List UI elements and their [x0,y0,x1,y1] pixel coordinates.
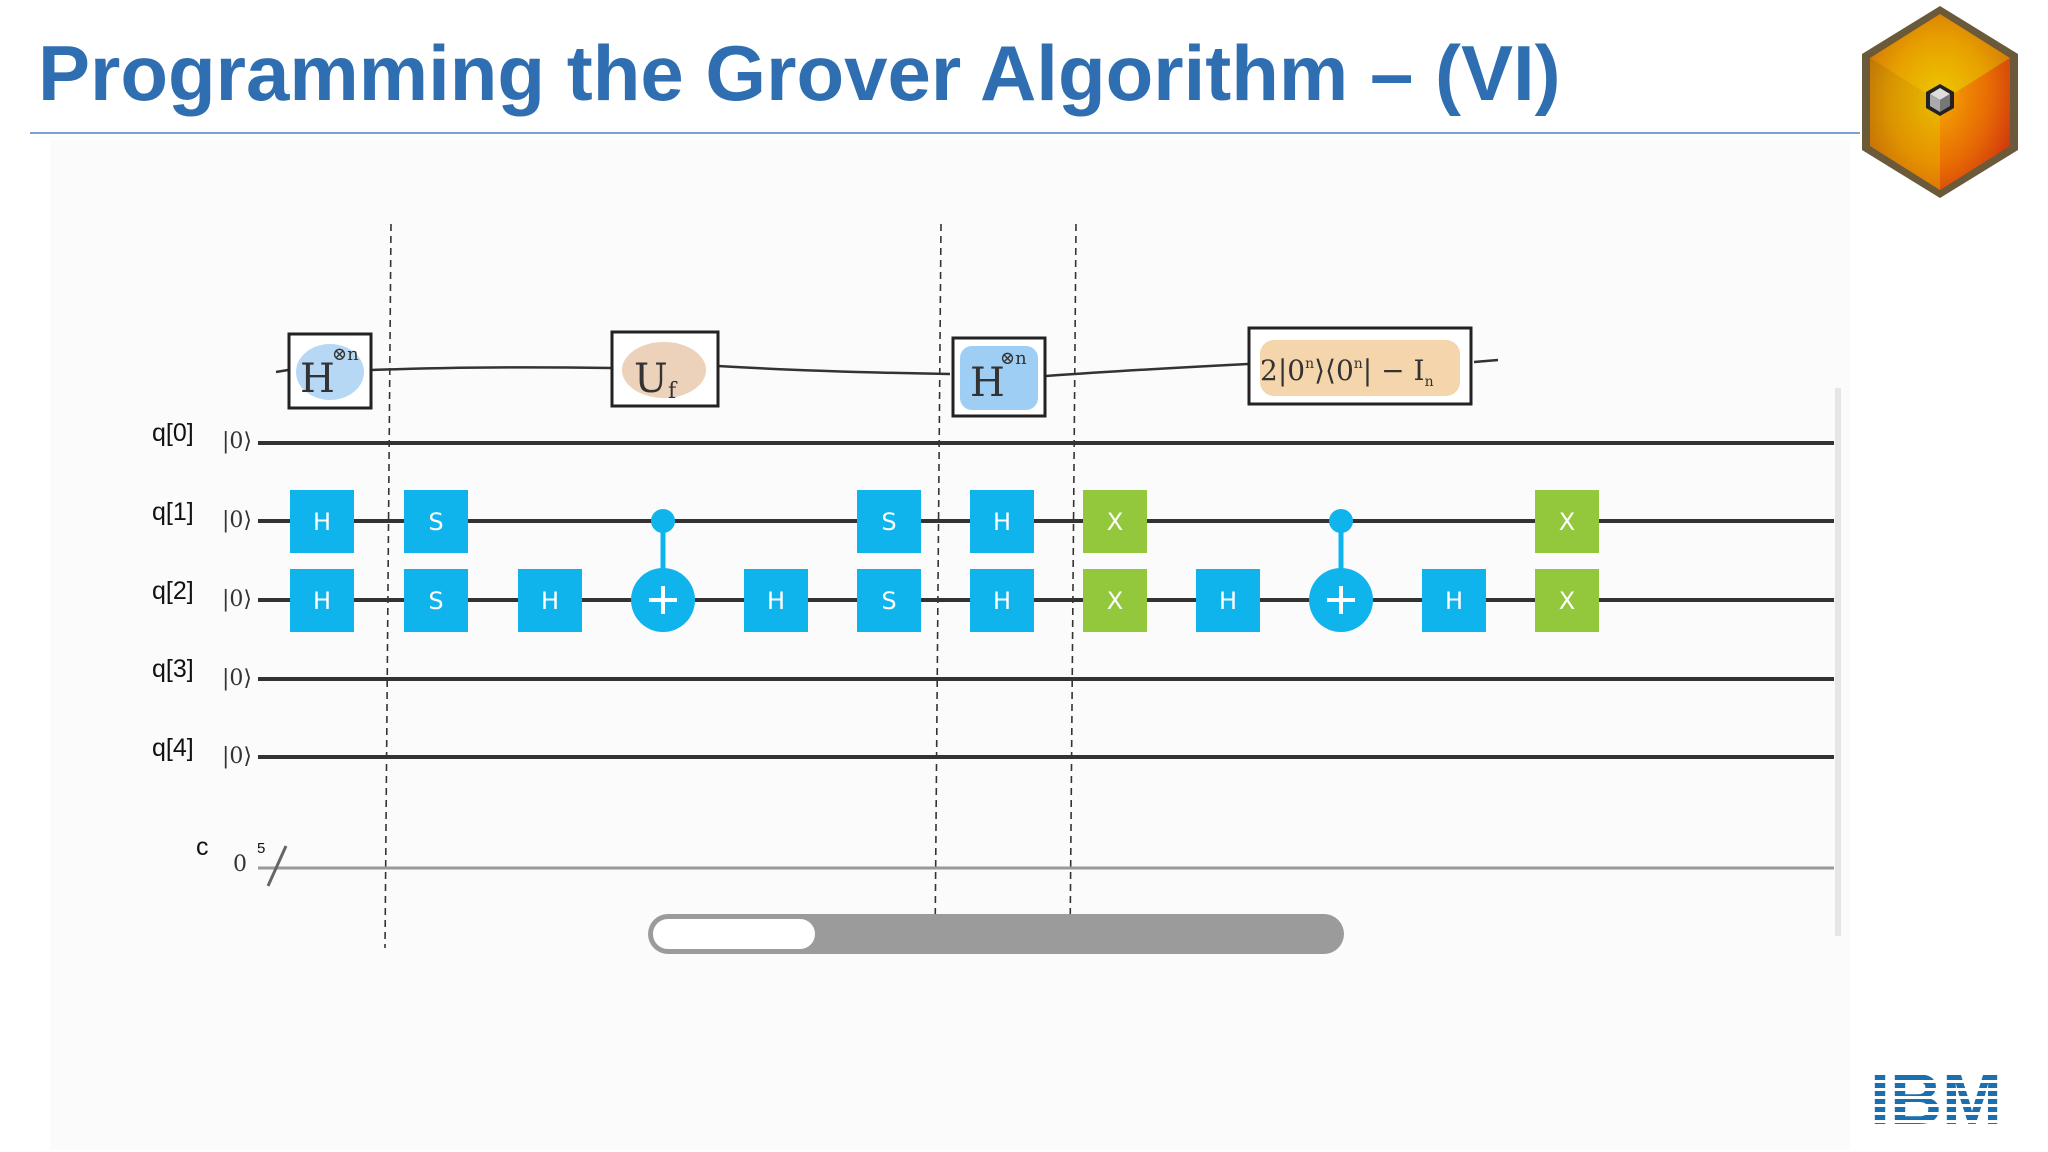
svg-text:H: H [300,356,335,402]
svg-text:X: X [1559,587,1575,615]
gate-h[interactable]: H [290,490,354,553]
cnot-gate[interactable] [1309,509,1373,632]
initial-state: |0⟩ [222,508,252,533]
initial-state: |0⟩ [222,744,252,769]
gate-h[interactable]: H [744,569,808,632]
gate-x[interactable]: X [1083,569,1147,632]
svg-text:2|0n⟩⟨0n| − In: 2|0n⟩⟨0n| − In [1260,354,1434,390]
gate-x[interactable]: X [1083,490,1147,553]
canvas-right-border [1835,388,1841,936]
qubit-label: q[0] [152,419,194,447]
svg-text:X: X [1559,508,1575,536]
classical-init: 0 [233,852,247,877]
svg-text:U: U [634,356,668,402]
gate-s[interactable]: S [857,569,921,632]
svg-text:H: H [1219,587,1237,615]
title-divider [30,132,1860,134]
bundle-slash [266,845,288,887]
initial-state: |0⟩ [222,666,252,691]
svg-text:S: S [428,587,443,615]
classical-width: 5 [257,840,265,857]
initial-state: |0⟩ [222,587,252,612]
gate-s[interactable]: S [404,490,468,553]
annotation-wire [275,358,1499,378]
cube-logo-icon [1862,6,2018,198]
qubit-label: q[3] [152,655,194,683]
gate-s[interactable]: S [404,569,468,632]
gate-h[interactable]: H [518,569,582,632]
ibm-logo: IBM [1858,1066,2014,1130]
svg-text:H: H [313,508,331,536]
svg-text:H: H [541,587,559,615]
svg-text:H: H [993,587,1011,615]
svg-text:S: S [428,508,443,536]
qubit-label: q[1] [152,498,194,526]
barrier-line [934,223,942,949]
gate-x[interactable]: X [1535,490,1599,553]
svg-text:S: S [881,508,896,536]
gate-h[interactable]: H [970,490,1034,553]
svg-text:X: X [1107,508,1123,536]
classical-label: c [196,833,209,861]
svg-text:H: H [767,587,785,615]
gate-h[interactable]: H [1422,569,1486,632]
cnot-gate[interactable] [631,509,695,632]
svg-text:⊗n: ⊗n [1000,348,1027,369]
gate-x[interactable]: X [1535,569,1599,632]
svg-text:f: f [668,379,678,404]
hadamard-n-annotation: H ⊗n [287,332,373,410]
barrier-line [1069,223,1077,949]
gate-h[interactable]: H [290,569,354,632]
svg-text:H: H [1445,587,1463,615]
diffusion-annotation: 2|0n⟩⟨0n| − In [1247,326,1473,406]
horizontal-scrollbar[interactable] [648,914,1344,954]
hadamard-n-annotation-2: H ⊗n [951,336,1047,418]
gate-s[interactable]: S [857,490,921,553]
svg-text:⊗n: ⊗n [332,344,359,365]
qubit-label: q[2] [152,577,194,605]
svg-text:X: X [1107,587,1123,615]
svg-text:H: H [313,587,331,615]
svg-text:H: H [993,508,1011,536]
oracle-annotation: U f [610,330,720,408]
slide-title: Programming the Grover Algorithm – (VI) [38,29,1561,117]
initial-state: |0⟩ [222,429,252,454]
gate-h[interactable]: H [1196,569,1260,632]
gate-h[interactable]: H [970,569,1034,632]
qubit-label: q[4] [152,734,194,762]
svg-text:H: H [970,360,1005,406]
barrier-line [384,223,392,949]
svg-text:S: S [881,587,896,615]
scrollbar-thumb[interactable] [651,917,817,951]
